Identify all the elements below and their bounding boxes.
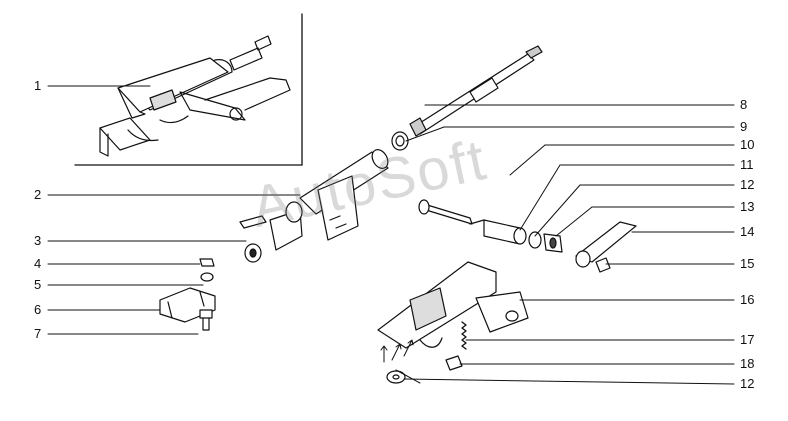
callout-13: 13 [740, 199, 755, 214]
bracket-washer [386, 370, 406, 384]
assembled-column-illustration [99, 35, 291, 157]
callout-14: 14 [740, 224, 755, 239]
bracket-nut [445, 355, 463, 371]
bolt-small [199, 309, 213, 331]
callout-12-lower: 12 [740, 376, 755, 391]
callout-11: 11 [740, 157, 754, 172]
callout-18: 18 [740, 356, 755, 371]
washer [528, 231, 542, 249]
callout-4: 4 [34, 256, 42, 271]
callout-7: 7 [34, 326, 42, 341]
callout-3: 3 [34, 233, 42, 248]
tilt-bolt [418, 199, 473, 225]
rubber-ring-bore [249, 248, 257, 258]
bracket-washer-bore [392, 374, 400, 380]
callout-2: 2 [34, 187, 42, 202]
bush-bore [395, 135, 405, 147]
callout-5: 5 [34, 277, 42, 292]
washer-small [200, 272, 214, 282]
callout-17: 17 [740, 332, 755, 347]
spacer-sleeve [469, 219, 527, 245]
inset-frame [74, 13, 303, 166]
nut-small [199, 258, 215, 267]
callout-12: 12 [740, 177, 755, 192]
column-tube [239, 149, 389, 251]
callout-6: 6 [34, 302, 42, 317]
callout-9: 9 [740, 119, 748, 134]
mounting-bracket [377, 261, 529, 349]
lock-clip [595, 257, 611, 273]
leader-lines [47, 85, 735, 385]
callout-1: 1 [34, 78, 42, 93]
callout-8: 8 [740, 97, 748, 112]
callout-15: 15 [740, 256, 755, 271]
bush [391, 131, 409, 151]
callout-10: 10 [740, 137, 755, 152]
steering-shaft [409, 45, 543, 137]
callout-16: 16 [740, 292, 755, 307]
tilt-lever [575, 221, 637, 268]
return-spring [461, 321, 467, 350]
adjust-nut [543, 233, 563, 253]
